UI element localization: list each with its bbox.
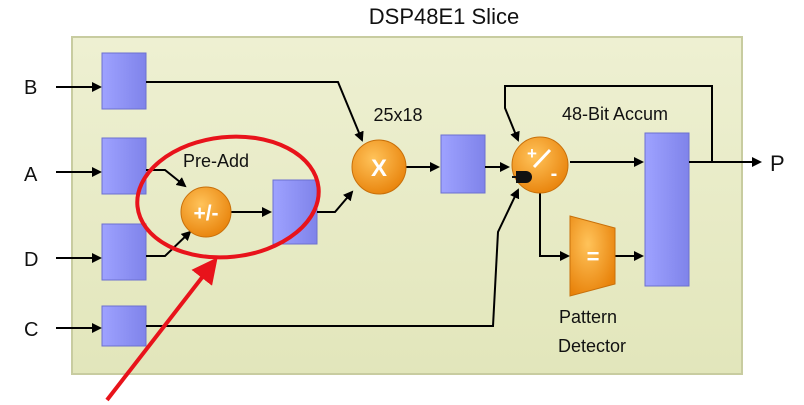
register-a <box>101 137 147 195</box>
input-label-c: C <box>24 319 38 341</box>
highlight-pointer-arrow <box>105 257 218 402</box>
preadder-circle <box>180 186 232 238</box>
diagram-title: DSP48E1 Slice <box>369 4 519 29</box>
input-label-b: B <box>24 77 37 99</box>
multiplier-symbol: X <box>371 155 387 182</box>
input-label-a: A <box>24 164 38 186</box>
register-c <box>101 305 147 347</box>
wire-preadd-to-multiplier <box>317 190 354 213</box>
pattern-detector-label-line2: Detector <box>558 336 626 356</box>
pattern-detector-block <box>569 215 616 297</box>
preadder-symbol: +/- <box>193 202 218 225</box>
register-preadd <box>272 179 318 245</box>
slice-background <box>71 36 743 375</box>
register-b <box>101 52 147 110</box>
register-accumulator <box>644 132 690 287</box>
register-m <box>440 134 486 194</box>
wire-b-to-multiplier <box>146 81 364 142</box>
alu-plus-symbol: + <box>527 144 537 163</box>
accumulator-label: 48-Bit Accum <box>562 104 668 124</box>
alu-switch-line <box>532 148 552 169</box>
register-d <box>101 223 147 281</box>
alu-circle <box>511 136 569 194</box>
wire-c-to-alu <box>146 188 520 327</box>
pattern-detector-label-line1: Pattern <box>559 307 617 327</box>
alu-minus-symbol: - <box>551 163 558 185</box>
multiplier-circle <box>351 139 407 195</box>
wire-accumulator-feedback <box>504 85 713 162</box>
pattern-equal-symbol: = <box>587 244 600 269</box>
wire-alu-to-pattern <box>539 192 570 261</box>
multiplier-width-label: 25x18 <box>373 105 422 125</box>
and-gate-icon <box>516 171 532 183</box>
highlight-circle <box>135 134 321 260</box>
wire-d-to-preadder <box>146 230 192 257</box>
output-label-p: P <box>770 151 785 176</box>
preadd-label: Pre-Add <box>183 151 249 171</box>
input-label-d: D <box>24 249 38 271</box>
